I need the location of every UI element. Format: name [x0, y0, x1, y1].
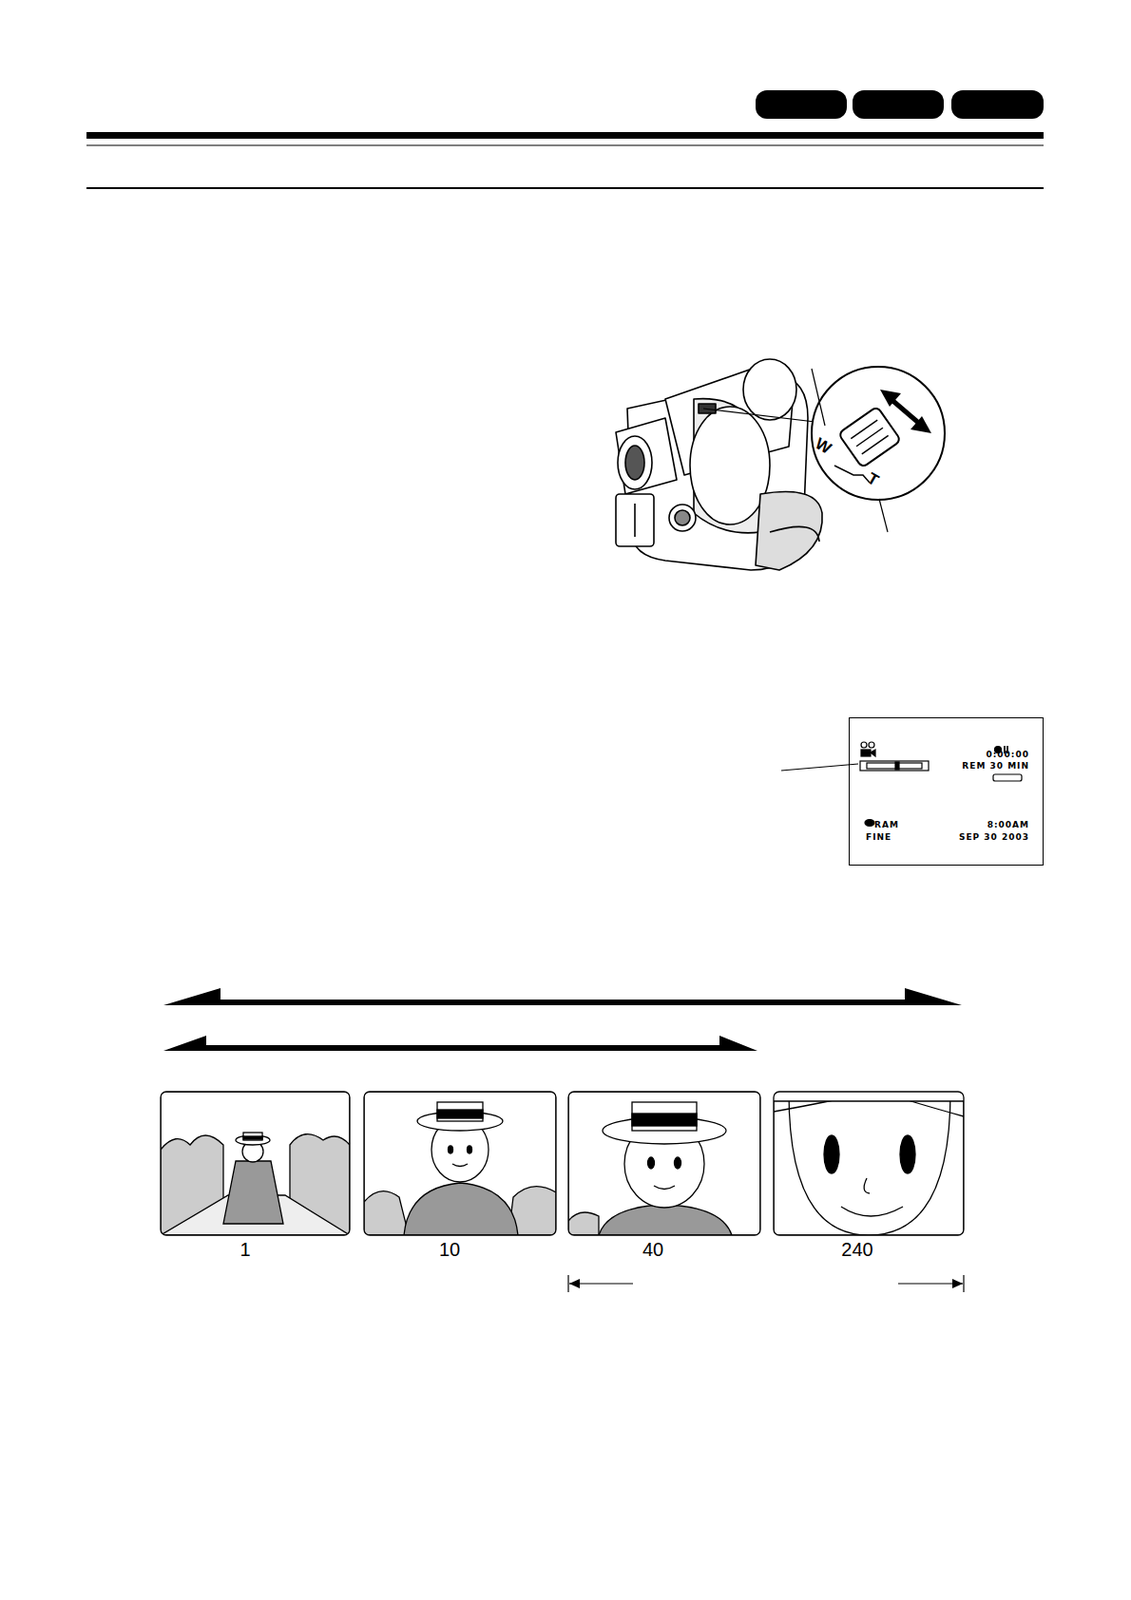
- zoom-ratio: 40: [642, 1239, 664, 1262]
- screen-readout: SEP 30 2003: [958, 832, 1030, 843]
- zoom-ratio: 10: [439, 1239, 461, 1262]
- screen-readout: RAM: [874, 820, 900, 830]
- screen-readout: 8:00AM: [987, 820, 1030, 830]
- screen-readout: 0:00:00: [985, 749, 1030, 760]
- lcd-screen: 0:00:00REM 30 MIN RAM FINE 8:00AM SEP 30 200…: [848, 717, 1044, 866]
- zoom-ratio: 1: [239, 1239, 250, 1262]
- screen-readout: REM 30 MIN: [961, 761, 1030, 771]
- zoom-ratio: 240: [841, 1239, 873, 1262]
- screen-readout: FINE: [865, 832, 892, 843]
